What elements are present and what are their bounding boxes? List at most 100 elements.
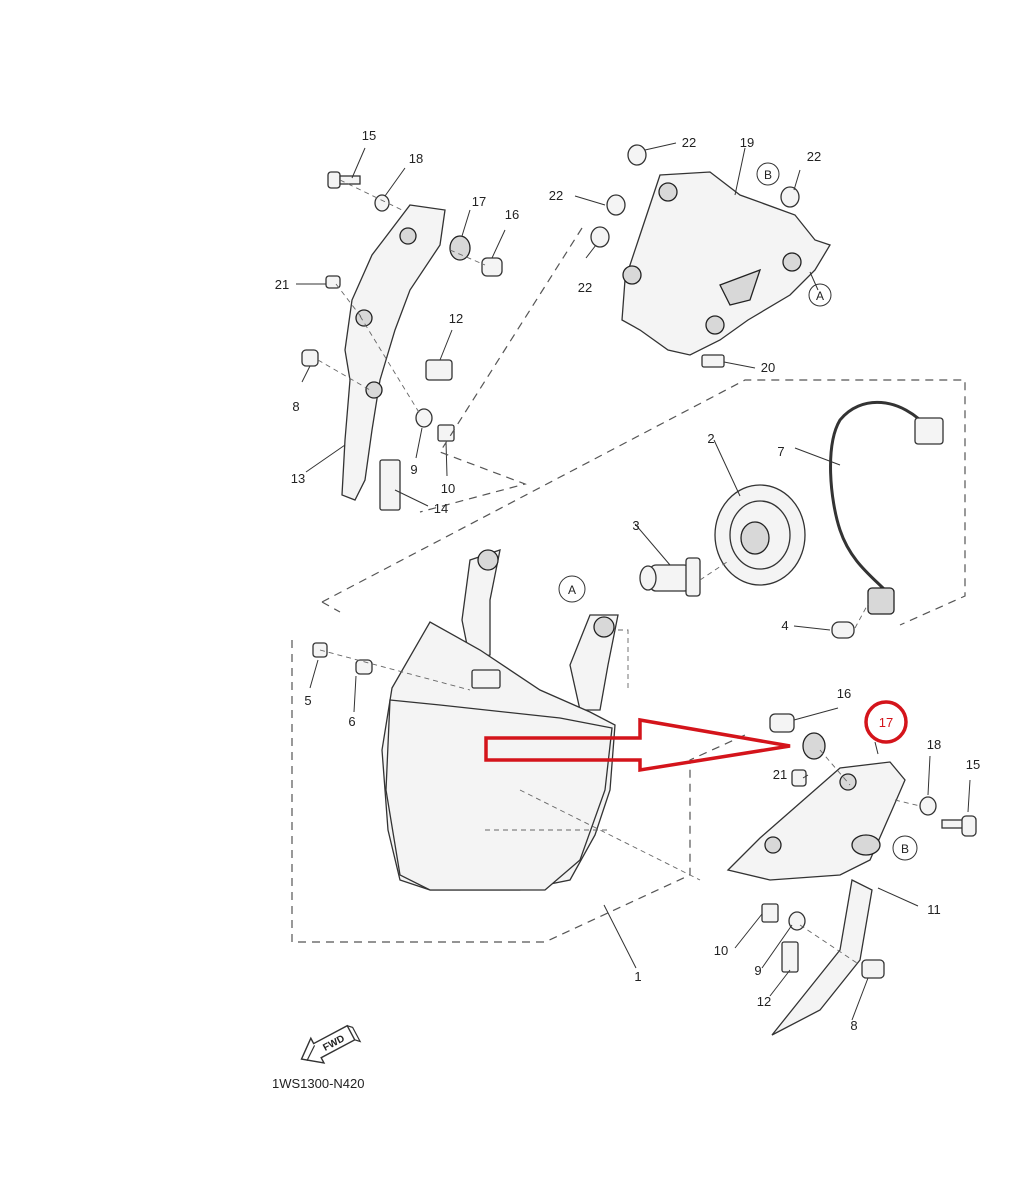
label-part-7: 7 <box>777 444 784 459</box>
damper-part-17 <box>802 732 826 760</box>
label-part-17: 17 <box>472 194 486 209</box>
headlight-lens <box>385 699 613 891</box>
label-part-6: 6 <box>348 714 355 729</box>
label-part-22-d: 22 <box>578 280 592 295</box>
assembly-boundary-lower <box>291 640 746 943</box>
bracket-hole <box>764 836 782 854</box>
label-part-8: 8 <box>292 399 299 414</box>
harness-connector <box>914 417 944 445</box>
bolt-shaft <box>339 175 361 185</box>
label-part-22-a: 22 <box>682 135 696 150</box>
stay-arm-hole <box>477 549 499 571</box>
label-part-15: 15 <box>362 128 376 143</box>
label-part-2: 2 <box>707 431 714 446</box>
diagram-code: 1WS1300-N420 <box>272 1076 365 1091</box>
fwd-arrow-icon: FWD <box>300 1024 362 1064</box>
clip-part-20 <box>701 354 725 368</box>
collar-part-22 <box>627 144 647 166</box>
headlight-stay-group <box>574 142 831 369</box>
right-bracket-part-11 <box>726 761 906 881</box>
stay-hole <box>705 315 725 335</box>
socket-cover-center <box>740 521 770 555</box>
stay-arm-hole <box>593 616 615 638</box>
washer-part-9 <box>415 408 433 428</box>
stay-hole <box>658 182 678 202</box>
label-part-12: 12 <box>449 311 463 326</box>
callout-b-top: B <box>764 168 772 182</box>
headlight-stay-arm-right <box>569 614 619 711</box>
bolt-part-8 <box>861 959 885 979</box>
headlight-stay-part-19 <box>621 171 831 356</box>
washer-part-18 <box>919 796 937 816</box>
label-part-17-highlighted: 17 <box>879 715 893 730</box>
collar-part-22 <box>590 226 610 248</box>
label-part-10: 10 <box>441 481 455 496</box>
right-bracket-arm <box>771 879 873 1036</box>
label-part-19: 19 <box>740 135 754 150</box>
grommet-part-12 <box>425 359 453 381</box>
label-part-22-c: 22 <box>549 188 563 203</box>
label-part-9-bottom: 9 <box>754 963 761 978</box>
bracket-hole <box>399 227 417 245</box>
label-part-5: 5 <box>304 693 311 708</box>
label-part-20: 20 <box>761 360 775 375</box>
left-bracket-part-13 <box>341 204 446 501</box>
bolt-part-15 <box>941 819 965 829</box>
label-part-8-bottom: 8 <box>850 1018 857 1033</box>
bolt-part-8 <box>301 349 319 367</box>
label-part-21: 21 <box>275 277 289 292</box>
screw-part-21 <box>791 769 807 787</box>
leader-lines <box>309 659 637 969</box>
left-bracket-group <box>296 147 583 513</box>
alignment-lines <box>319 629 701 881</box>
leader-lines <box>574 142 819 369</box>
label-part-16-bottom: 16 <box>837 686 851 701</box>
collar-part-22 <box>780 186 800 208</box>
grommet-part-12 <box>781 941 799 973</box>
collar-part-16 <box>481 257 503 277</box>
washer-part-9 <box>788 911 806 931</box>
callout-a-mid: A <box>568 583 576 597</box>
clip-part-10 <box>761 903 779 923</box>
label-part-10-bottom: 10 <box>714 943 728 958</box>
callout-circle-b-bot <box>892 835 918 861</box>
damper-part-17 <box>449 235 471 261</box>
label-part-13: 13 <box>291 471 305 486</box>
label-part-4: 4 <box>781 618 788 633</box>
bracket-hole <box>839 773 857 791</box>
highlight-arrow <box>484 717 791 773</box>
label-part-11: 11 <box>927 902 941 917</box>
highlight-circle <box>864 700 908 744</box>
label-part-14: 14 <box>434 501 448 516</box>
collar-part-22 <box>606 194 626 216</box>
label-part-1: 1 <box>634 969 641 984</box>
collar-part-16 <box>769 713 795 733</box>
bulb-base <box>685 557 701 597</box>
callout-a-top: A <box>816 289 824 303</box>
damper-part-14 <box>379 459 401 511</box>
nut-part-6 <box>355 659 373 675</box>
leader-lines <box>634 439 841 631</box>
bolt-head <box>961 815 977 837</box>
label-part-15-bottom: 15 <box>966 757 980 772</box>
alignment-lines <box>317 179 486 415</box>
label-part-18-bottom: 18 <box>927 737 941 752</box>
leader-lines <box>296 147 506 507</box>
leader-lines <box>734 707 971 1021</box>
bracket-hole <box>851 834 881 856</box>
bolt-part-15 <box>327 171 341 189</box>
alignment-lines <box>699 559 869 629</box>
label-part-22-b: 22 <box>807 149 821 164</box>
position-socket <box>867 587 895 615</box>
position-bulb-part-4 <box>831 621 855 639</box>
label-part-12-bottom: 12 <box>757 994 771 1009</box>
callout-circle-a-top <box>808 283 832 307</box>
label-part-16: 16 <box>505 207 519 222</box>
bracket-hole <box>355 309 373 327</box>
stay-hole <box>782 252 802 272</box>
headlight-unit-group <box>309 549 701 969</box>
right-bracket-group <box>726 707 977 1036</box>
callout-circle-a-mid <box>558 575 586 603</box>
label-part-18: 18 <box>409 151 423 166</box>
